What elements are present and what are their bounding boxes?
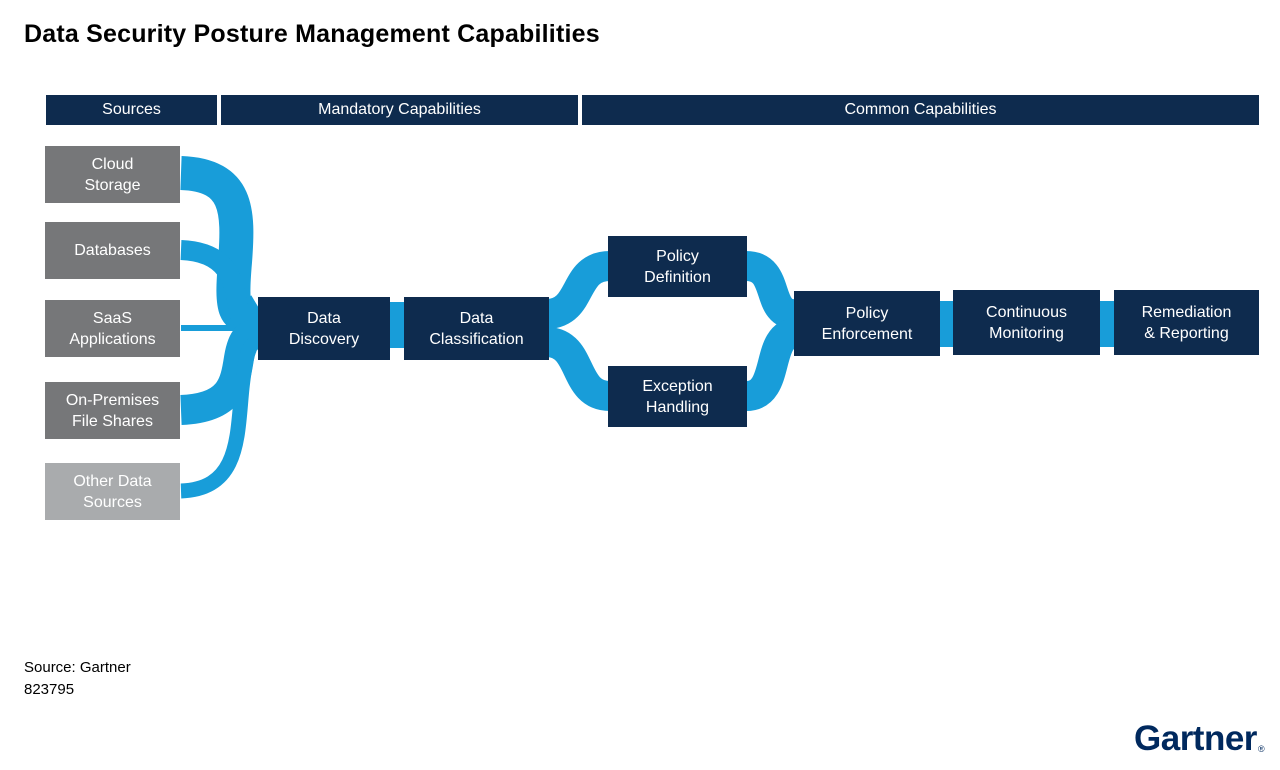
ribbon-classification-to-policy-definition [545,251,612,329]
node-exception-handling: Exception Handling [608,366,747,427]
gartner-logo: Gartner® [1134,719,1265,759]
footer-note: Source: Gartner 823795 [24,657,131,701]
header-band-common-capabilities: Common Capabilities [582,95,1259,125]
registered-trademark-icon: ® [1257,744,1265,754]
node-continuous-monitoring: Continuous Monitoring [953,290,1100,355]
figure-title: Data Security Posture Management Capabil… [24,20,600,48]
node-policy-enforcement: Policy Enforcement [794,291,940,356]
node-policy-definition: Policy Definition [608,236,747,297]
ribbon-policy-definition-to-enforcement [744,251,798,329]
source-box-other-data-sources: Other Data Sources [45,463,180,520]
ribbon-classification-to-exception-handling [545,327,612,411]
source-box-onprem-file-shares: On-Premises File Shares [45,382,180,439]
source-box-cloud-storage: Cloud Storage [45,146,180,203]
node-data-discovery: Data Discovery [258,297,390,360]
connector-monitoring-to-remediation [1100,301,1115,347]
connector-discovery-to-classification [388,302,405,348]
ribbon-exception-handling-to-enforcement [743,318,799,411]
node-data-classification: Data Classification [404,297,549,360]
connector-enforcement-to-monitoring [939,301,954,347]
source-box-databases: Databases [45,222,180,279]
node-remediation-reporting: Remediation & Reporting [1114,290,1259,355]
gartner-wordmark: Gartner [1134,719,1257,758]
footer-source-line: Source: Gartner [24,659,131,676]
header-band-mandatory-capabilities: Mandatory Capabilities [221,95,578,125]
ribbon-other-sources-to-discovery [180,336,266,499]
source-box-saas-applications: SaaS Applications [45,300,180,357]
header-band-sources: Sources [46,95,217,125]
footer-figure-id: 823795 [24,681,75,698]
